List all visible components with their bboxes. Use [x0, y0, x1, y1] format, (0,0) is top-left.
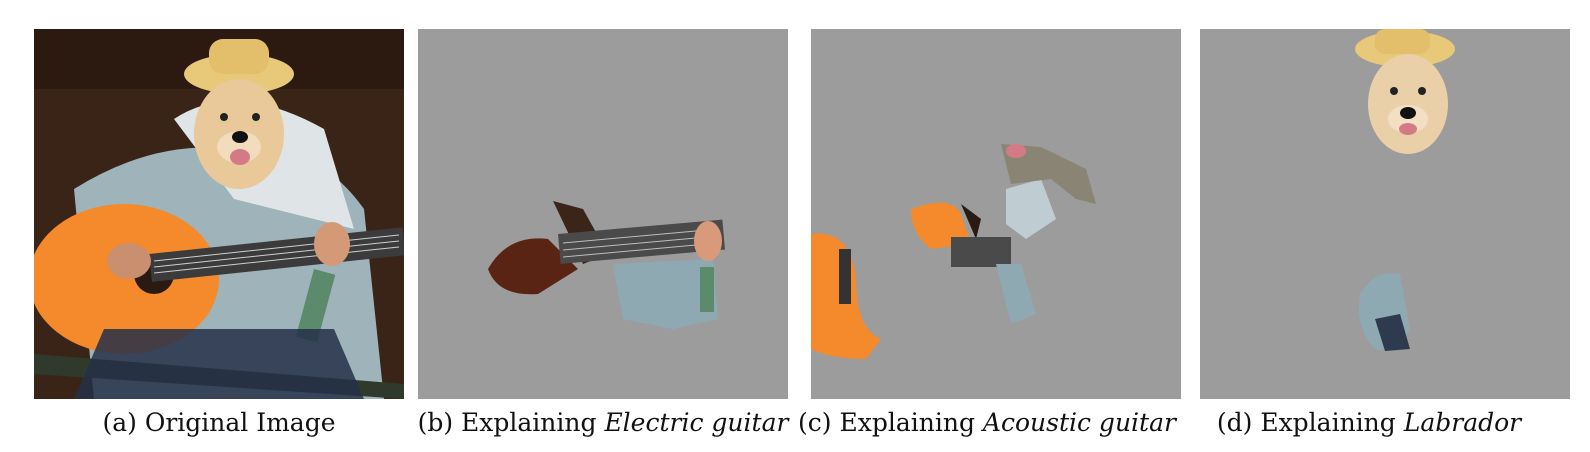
- electric-guitar-segments: [488, 201, 725, 329]
- panel-original-image: [34, 29, 404, 399]
- caption-d: (d) Explaining Labrador: [1169, 408, 1569, 437]
- caption-b-text: (b) Explaining: [417, 408, 605, 437]
- panel-electric-guitar-mask: [418, 29, 788, 399]
- acoustic-guitar-segments: [811, 144, 1096, 359]
- caption-b-italic: Electric guitar: [604, 408, 789, 437]
- caption-c: (c) Explaining Acoustic guitar: [787, 408, 1187, 437]
- original-image-illustration: [34, 29, 404, 399]
- caption-a-text: (a) Original Image: [102, 408, 336, 437]
- panel-acoustic-guitar-mask: [811, 29, 1181, 399]
- caption-c-text: (c) Explaining: [798, 408, 983, 437]
- panel-labrador-mask: [1200, 29, 1570, 399]
- labrador-segments: [1355, 29, 1455, 351]
- caption-c-italic: Acoustic guitar: [982, 408, 1176, 437]
- caption-d-italic: Labrador: [1403, 408, 1522, 437]
- caption-a: (a) Original Image: [19, 408, 419, 437]
- caption-b: (b) Explaining Electric guitar: [403, 408, 803, 437]
- caption-d-text: (d) Explaining: [1216, 408, 1404, 437]
